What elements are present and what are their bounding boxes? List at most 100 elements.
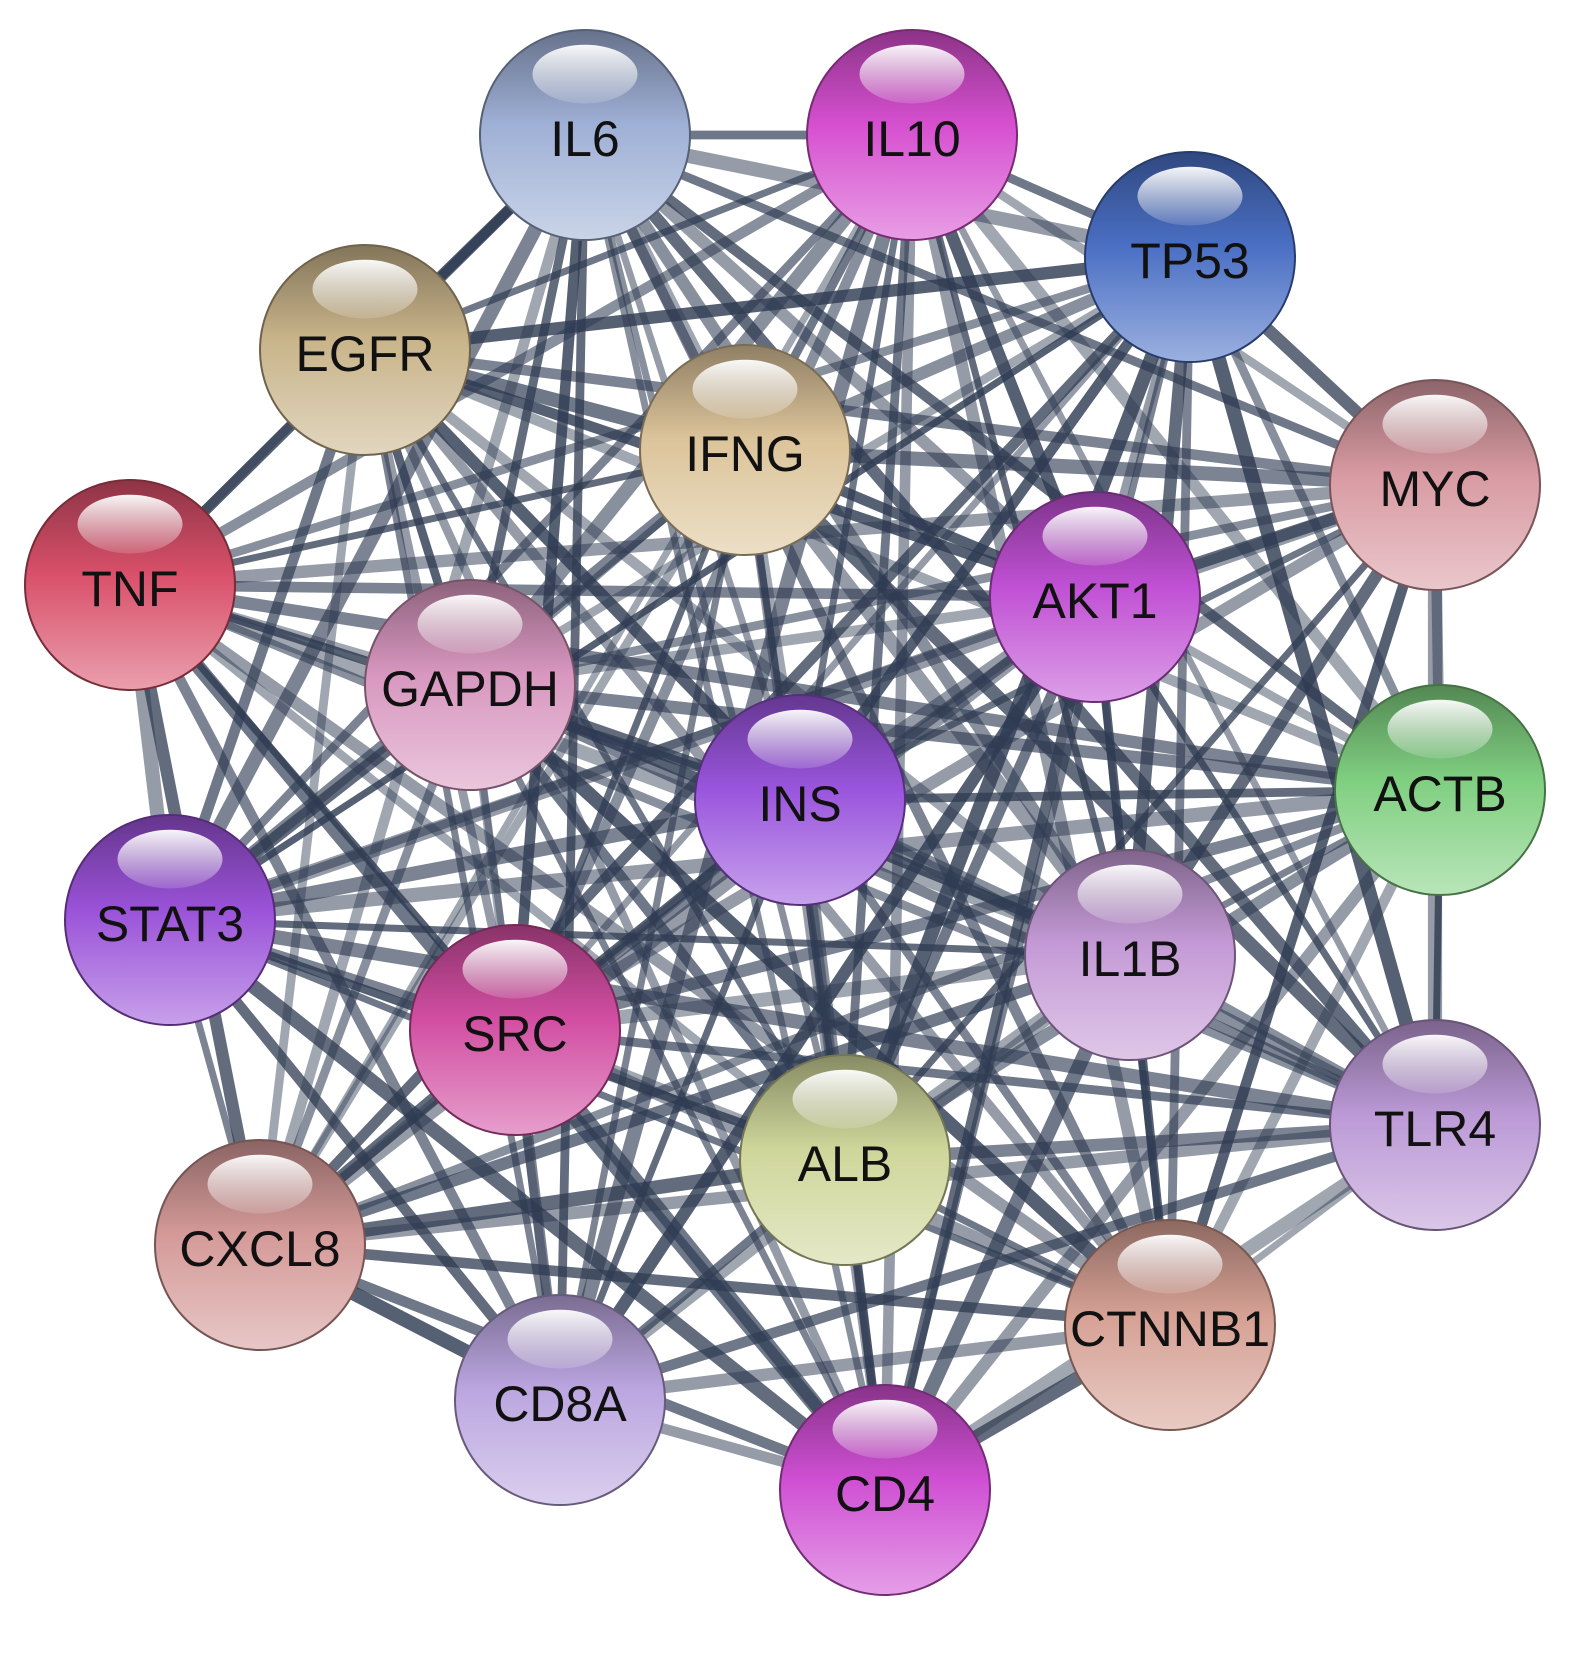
node-ifng: IFNG	[639, 344, 851, 556]
node-label: INS	[758, 776, 841, 832]
node-label: SRC	[462, 1006, 568, 1062]
edge-akt1-cxcl8	[255, 591, 1100, 1251]
node-highlight	[1042, 506, 1148, 566]
node-label: AKT1	[1032, 573, 1157, 629]
edge-tp53-egfr	[364, 250, 1191, 357]
node-sphere	[479, 29, 691, 241]
node-il1b: IL1B	[1024, 849, 1236, 1061]
node-highlight	[1137, 166, 1243, 226]
node-ins: INS	[694, 694, 906, 906]
edge-gapdh-actb	[469, 678, 1441, 797]
node-label: GAPDH	[381, 661, 559, 717]
edge-tp53-tlr4	[1183, 255, 1442, 1127]
node-label: CD4	[835, 1466, 935, 1522]
edge-cxcl8-ctnnb1	[259, 1239, 1171, 1331]
edge-ifng-tlr4	[740, 444, 1440, 1131]
node-tp53: TP53	[1084, 151, 1296, 363]
edge-gapdh-tlr4	[467, 680, 1438, 1130]
node-label: STAT3	[96, 896, 244, 952]
node-highlight	[462, 939, 568, 999]
edge-tnf-actb	[129, 578, 1441, 797]
node-label: CTNNB1	[1070, 1301, 1270, 1357]
node-label: TP53	[1130, 233, 1250, 289]
edge-ifng-myc	[744, 442, 1436, 493]
node-label: MYC	[1379, 461, 1490, 517]
node-highlight	[417, 594, 523, 654]
node-sphere	[409, 924, 621, 1136]
node-highlight	[532, 44, 638, 104]
edge-ins-stat3	[168, 793, 802, 927]
node-sphere	[694, 694, 906, 906]
node-label: ALB	[798, 1136, 893, 1192]
node-sphere	[1024, 849, 1236, 1061]
node-label: IL10	[863, 111, 960, 167]
node-highlight	[692, 359, 798, 419]
node-sphere	[64, 814, 276, 1026]
edge-tp53-ins	[795, 253, 1195, 804]
node-il6: IL6	[479, 29, 691, 241]
node-highlight	[1382, 394, 1488, 454]
node-sphere	[259, 244, 471, 456]
node-actb: ACTB	[1334, 684, 1546, 896]
edge-ins-ctnnb1	[796, 797, 1174, 1328]
node-highlight	[312, 259, 418, 319]
node-alb: ALB	[739, 1054, 951, 1266]
node-akt1: AKT1	[989, 491, 1201, 703]
node-highlight	[1387, 699, 1493, 759]
node-sphere	[1084, 151, 1296, 363]
edge-tnf-ctnnb1	[126, 579, 1174, 1331]
node-sphere	[1064, 1219, 1276, 1431]
edge-il10-cxcl8	[256, 133, 916, 1247]
node-label: IL6	[550, 111, 620, 167]
node-label: TNF	[81, 561, 178, 617]
node-sphere	[1329, 379, 1541, 591]
edge-myc-ctnnb1	[1164, 483, 1441, 1327]
node-highlight	[1117, 1234, 1223, 1294]
node-myc: MYC	[1329, 379, 1541, 591]
node-label: EGFR	[296, 326, 435, 382]
node-highlight	[1382, 1034, 1488, 1094]
edge-il10-alb	[840, 134, 917, 1161]
node-il10: IL10	[806, 29, 1018, 241]
edge-actb-cxcl8	[258, 785, 1442, 1250]
edge-tlr4-cd8a	[558, 1119, 1437, 1406]
node-sphere	[739, 1054, 951, 1266]
node-sphere	[639, 344, 851, 556]
edge-actb-src	[513, 783, 1442, 1037]
edge-egfr-cd4	[360, 348, 890, 1492]
edge-egfr-actb	[362, 345, 1443, 795]
edge-egfr-alb	[361, 348, 849, 1162]
node-ctnnb1: CTNNB1	[1064, 1219, 1276, 1431]
node-sphere	[1334, 684, 1546, 896]
edge-src-tlr4	[514, 1025, 1436, 1130]
node-sphere	[154, 1139, 366, 1351]
edge-myc-gapdh	[469, 480, 1436, 690]
node-egfr: EGFR	[259, 244, 471, 456]
node-label: ACTB	[1373, 766, 1506, 822]
node-sphere	[364, 579, 576, 791]
node-src: SRC	[409, 924, 621, 1136]
node-highlight	[1077, 864, 1183, 924]
node-sphere	[989, 491, 1201, 703]
node-label: TLR4	[1374, 1101, 1496, 1157]
edge-actb-ins	[799, 785, 1441, 805]
edge-stat3-il1b	[169, 916, 1131, 959]
node-label: IFNG	[685, 426, 804, 482]
node-highlight	[747, 709, 853, 769]
node-highlight	[207, 1154, 313, 1214]
node-sphere	[24, 479, 236, 691]
node-highlight	[117, 829, 223, 889]
edge-tp53-src	[512, 254, 1193, 1033]
edge-il10-tnf	[127, 130, 915, 590]
node-cd4: CD4	[779, 1384, 991, 1596]
edge-tnf-akt1	[129, 579, 1096, 603]
edge-egfr-il1b	[361, 345, 1134, 960]
node-label: CXCL8	[179, 1221, 340, 1277]
node-highlight	[832, 1399, 938, 1459]
edge-egfr-myc	[364, 344, 1436, 491]
node-label: IL1B	[1079, 931, 1182, 987]
node-highlight	[859, 44, 965, 104]
node-cxcl8: CXCL8	[154, 1139, 366, 1351]
